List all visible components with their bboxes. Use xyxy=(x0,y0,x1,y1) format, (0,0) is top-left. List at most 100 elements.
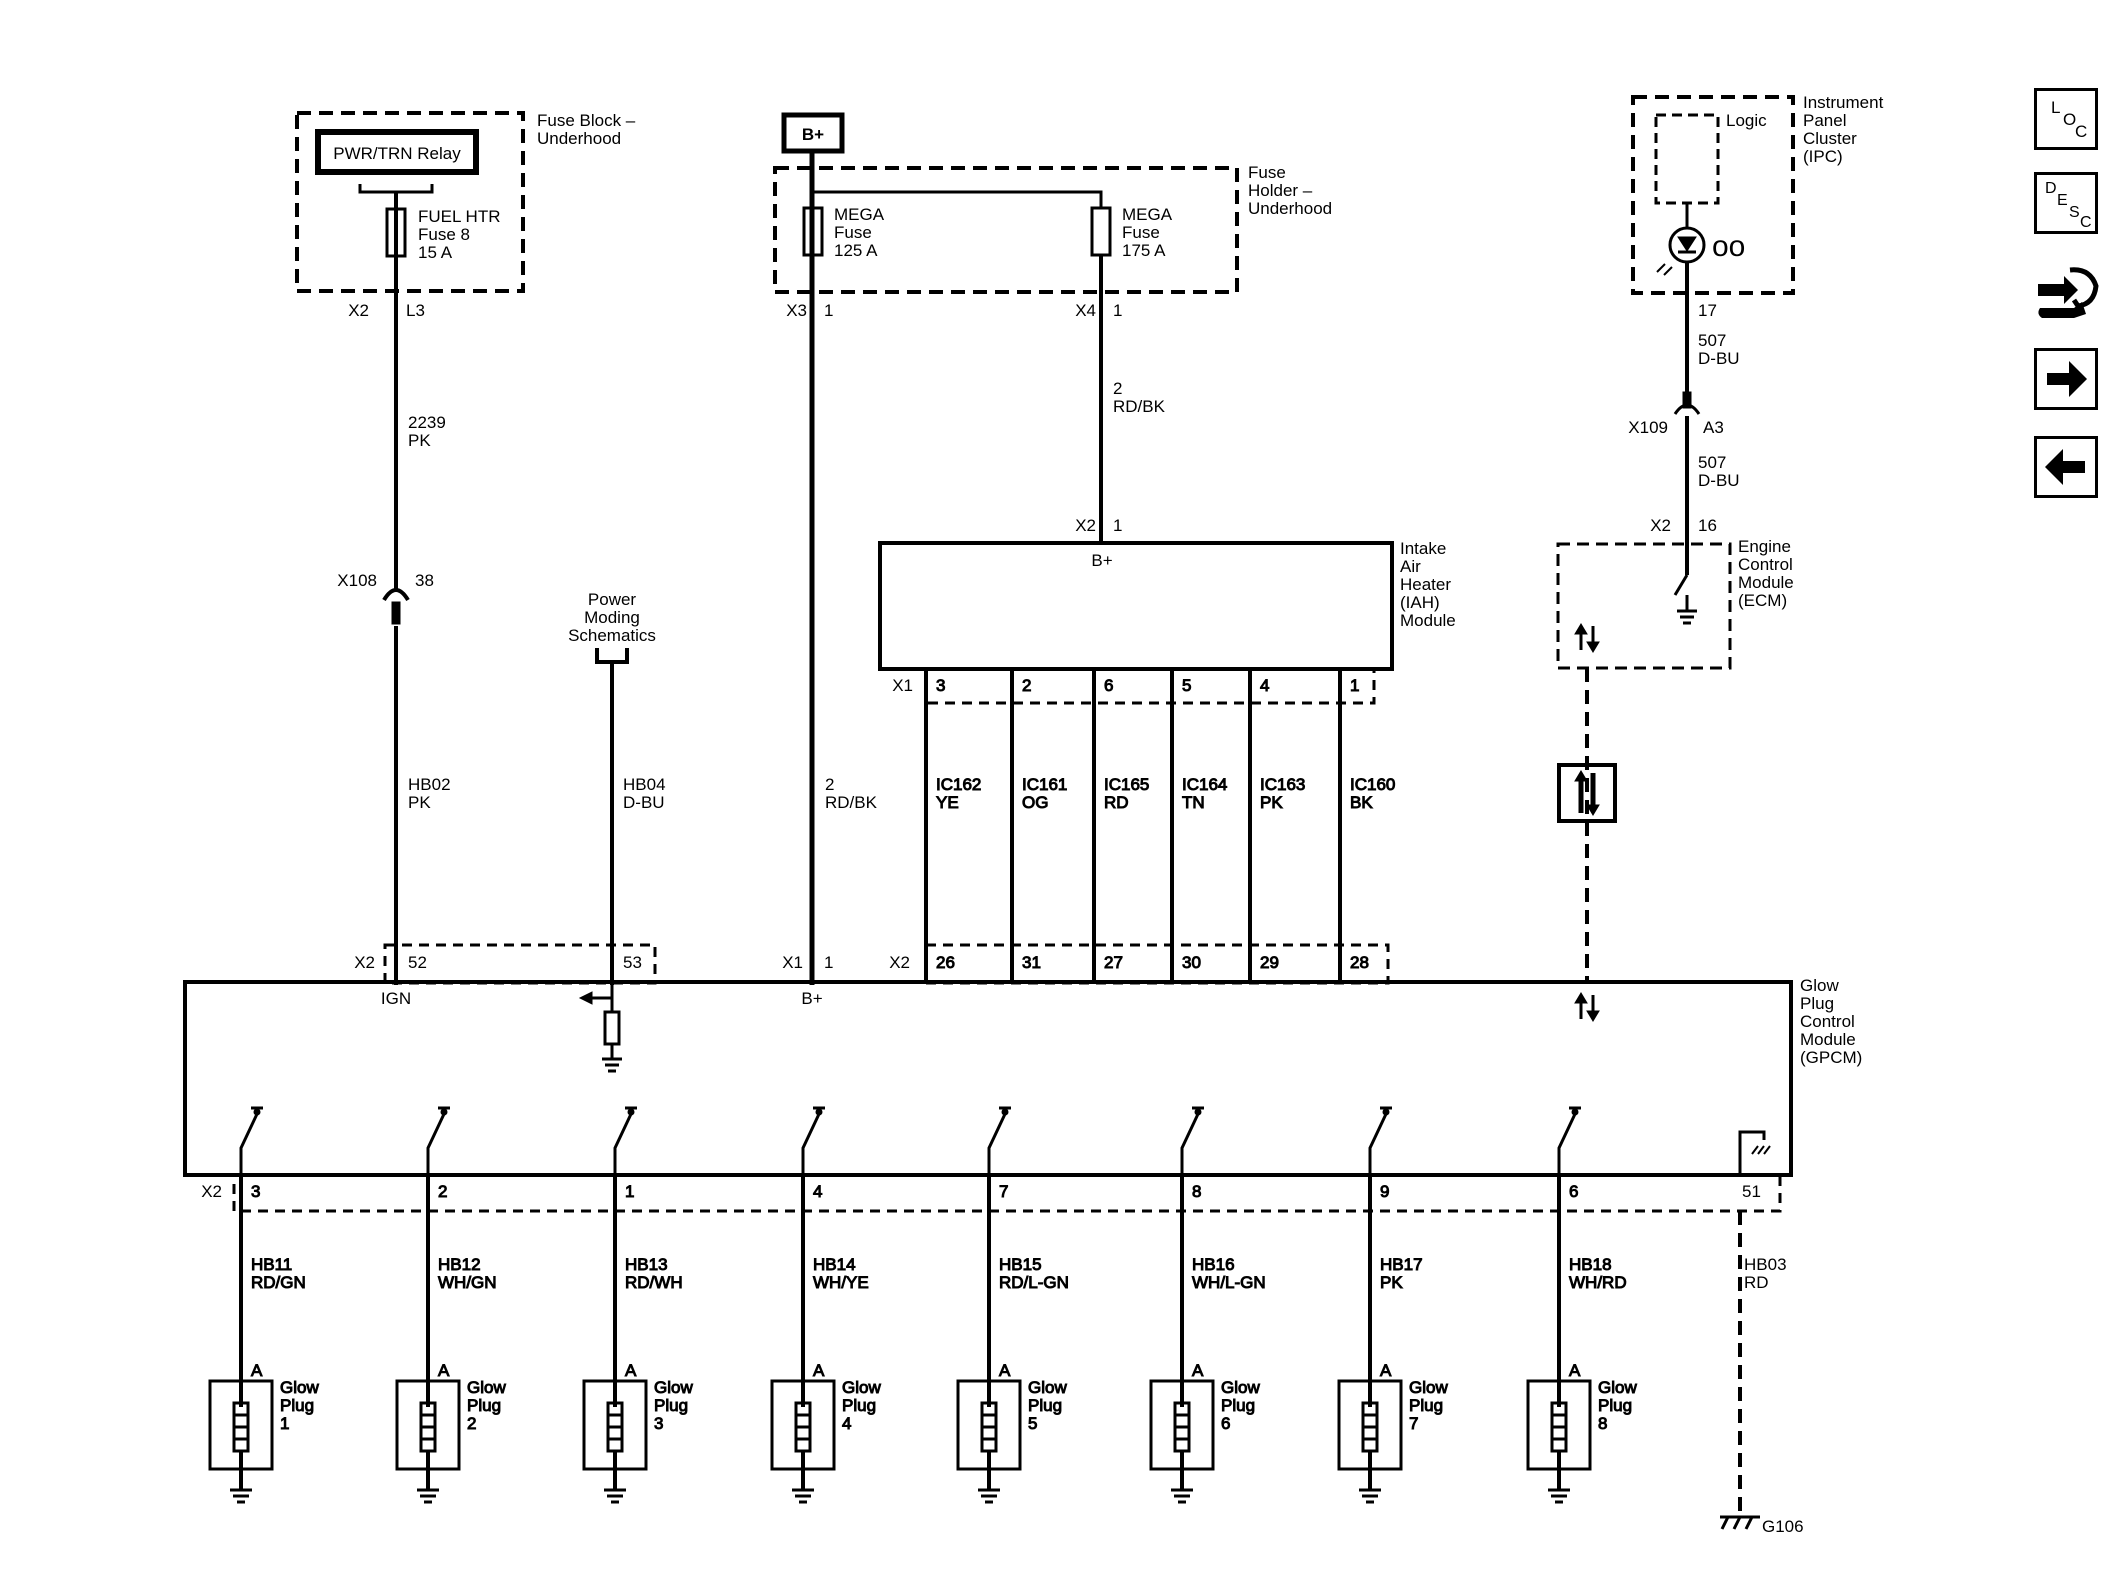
next-button[interactable] xyxy=(2034,348,2098,410)
plug-switch xyxy=(987,1113,1007,1175)
iah-pin: 2 xyxy=(1022,676,1031,695)
plug-name-1: Glow xyxy=(654,1378,693,1397)
w507a-color: D-BU xyxy=(1698,349,1740,368)
ground-icon xyxy=(604,1488,626,1504)
plug-color: RD/WH xyxy=(625,1273,683,1292)
fh-x3-pin: 1 xyxy=(824,301,833,320)
iah-x1-label: X1 xyxy=(892,676,913,695)
ecm-title-3: Module xyxy=(1738,573,1794,592)
connector-wrench-icon xyxy=(2038,267,2099,318)
hb04-num: HB04 xyxy=(623,775,666,794)
gp-x1-pin: 1 xyxy=(824,953,833,972)
ipc-title-3: Cluster xyxy=(1803,129,1857,148)
iah-module-box xyxy=(878,541,1394,671)
x109-label: X109 xyxy=(1628,418,1668,437)
gpcm-title-4: Module xyxy=(1800,1030,1856,1049)
gp-iah-pin: 29 xyxy=(1260,953,1279,972)
iah-color: BK xyxy=(1350,793,1373,812)
plug-color: PK xyxy=(1380,1273,1403,1292)
power-moding-2[interactable]: Moding xyxy=(584,608,640,627)
svg-text:L: L xyxy=(2051,98,2060,117)
mega-125-l1: MEGA xyxy=(834,205,885,224)
ground-icon xyxy=(417,1488,439,1504)
ipc-logic-box xyxy=(1654,113,1720,205)
plug-pin: 7 xyxy=(999,1182,1008,1201)
gp-x2c-label: X2 xyxy=(201,1182,222,1201)
plug-name-3: 5 xyxy=(1028,1414,1037,1433)
plug-color: WH/GN xyxy=(438,1273,497,1292)
ecm-box xyxy=(1556,542,1732,670)
serial-data-arrow-icon xyxy=(1574,770,1600,816)
power-moding-3[interactable]: Schematics xyxy=(568,626,656,645)
plug-name-1: Glow xyxy=(1028,1378,1067,1397)
desc-icon: D E S C xyxy=(2045,180,2092,231)
plug-name-2: Plug xyxy=(467,1396,501,1415)
plug-switch xyxy=(801,1113,821,1175)
fuse-holder-box xyxy=(773,166,1239,294)
mega-fuse-175 xyxy=(1090,206,1112,257)
iah-color: OG xyxy=(1022,793,1048,812)
b-main-color: RD/BK xyxy=(825,793,878,812)
plug-color: RD/GN xyxy=(251,1273,306,1292)
power-moding-1[interactable]: Power xyxy=(588,590,637,609)
loc-button[interactable]: L O C xyxy=(2034,88,2098,150)
fh-x4-pin: 1 xyxy=(1113,301,1122,320)
plug-name-1: Glow xyxy=(1598,1378,1637,1397)
plug-switch xyxy=(239,1113,259,1175)
iah-circuit: IC162 xyxy=(936,775,981,794)
gp-53: 53 xyxy=(623,953,642,972)
fuel-htr-fuse-num: Fuse 8 xyxy=(418,225,470,244)
ground-icon xyxy=(1171,1488,1193,1504)
fb-l3-label: L3 xyxy=(406,301,425,320)
arrow-left-icon xyxy=(2045,449,2085,485)
svg-text:C: C xyxy=(2080,214,2092,231)
iah-color: TN xyxy=(1182,793,1205,812)
mega-175-l3: 175 A xyxy=(1122,241,1166,260)
svg-text:C: C xyxy=(2075,122,2087,141)
fuse-holder-title-1: Fuse xyxy=(1248,163,1286,182)
gp-x1-label: X1 xyxy=(782,953,803,972)
iah-pin: 3 xyxy=(936,676,945,695)
fuse-block-title-2: Underhood xyxy=(537,129,621,148)
plug-terminal: A xyxy=(1569,1361,1581,1380)
plug-pin: 9 xyxy=(1380,1182,1389,1201)
gpcm-ign: IGN xyxy=(381,989,411,1008)
x109-pin: A3 xyxy=(1703,418,1724,437)
w507b-color: D-BU xyxy=(1698,471,1740,490)
iah-pin: 5 xyxy=(1182,676,1191,695)
mega-125-l3: 125 A xyxy=(834,241,878,260)
hb02-color: PK xyxy=(408,793,431,812)
gpcm-title-3: Control xyxy=(1800,1012,1855,1031)
arrow-right-icon xyxy=(2047,361,2087,397)
mega-fuse-125 xyxy=(802,206,824,257)
fh-x3-label: X3 xyxy=(786,301,807,320)
fuse-block-box xyxy=(295,111,525,293)
svg-text:O: O xyxy=(2063,110,2076,129)
ipc-title-2: Panel xyxy=(1803,111,1846,130)
plug-circuit: HB14 xyxy=(813,1255,856,1274)
plug-color: WH/YE xyxy=(813,1273,869,1292)
iah-circuit: IC160 xyxy=(1350,775,1395,794)
mega-125-l2: Fuse xyxy=(834,223,872,242)
plug-switch xyxy=(1368,1113,1388,1175)
plug-terminal: A xyxy=(251,1361,263,1380)
svg-text:D: D xyxy=(2045,180,2057,197)
gp-iah-pin: 27 xyxy=(1104,953,1123,972)
fuse-holder-title-2: Holder – xyxy=(1248,181,1313,200)
fuel-htr-amp: 15 A xyxy=(418,243,453,262)
plug-name-1: Glow xyxy=(467,1378,506,1397)
back-button[interactable] xyxy=(2034,436,2098,498)
g106-ground xyxy=(1720,1515,1760,1530)
gpcm-title-2: Plug xyxy=(1800,994,1834,1013)
desc-button[interactable]: D E S C xyxy=(2034,172,2098,234)
iah-b-plus: B+ xyxy=(1091,551,1112,570)
connector-wrench-button[interactable] xyxy=(2034,262,2100,328)
fuse-block-title-1: Fuse Block – xyxy=(537,111,636,130)
plug-switch xyxy=(1557,1113,1577,1175)
ipc-lamp-glyph: oo xyxy=(1712,230,1745,263)
plug-switch xyxy=(1180,1113,1200,1175)
ecm-title-1: Engine xyxy=(1738,537,1791,556)
plug-name-2: Plug xyxy=(1598,1396,1632,1415)
plug-name-1: Glow xyxy=(280,1378,319,1397)
fb-x2-label: X2 xyxy=(348,301,369,320)
